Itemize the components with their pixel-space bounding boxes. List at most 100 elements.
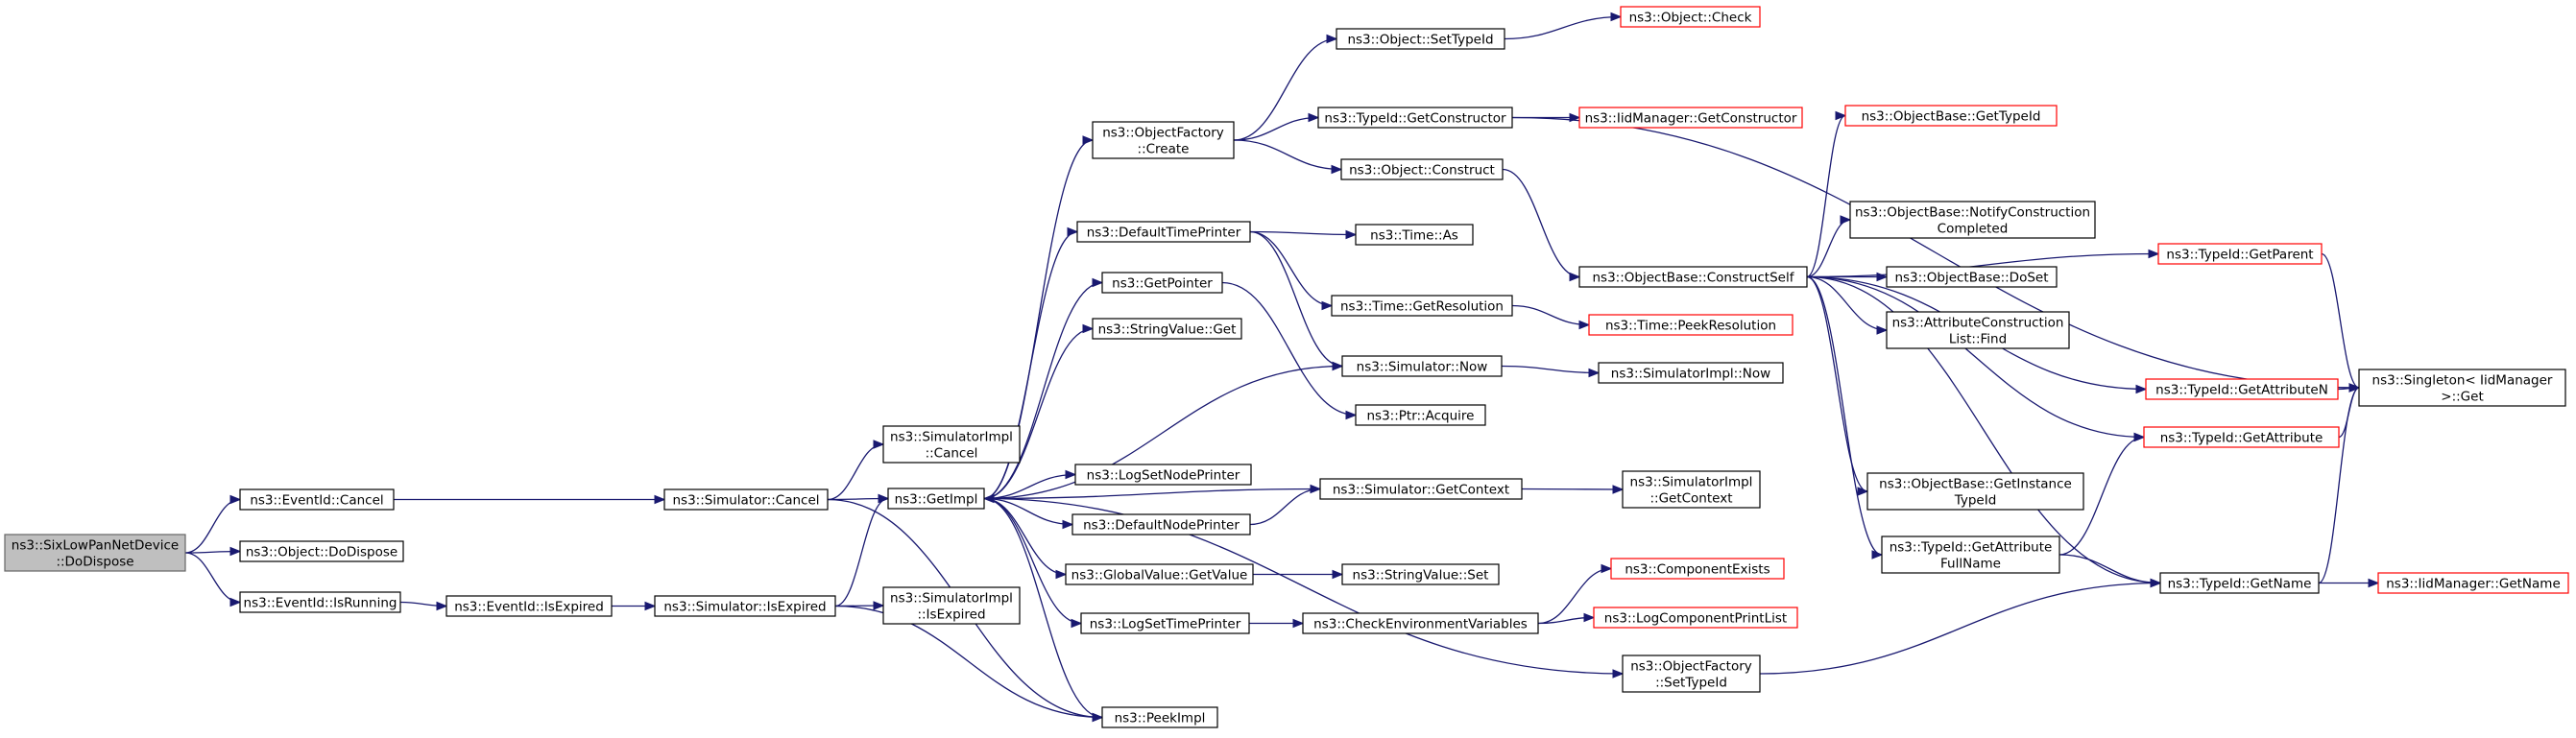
- node-typeid_getattributen[interactable]: ns3::TypeId::GetAttributeN: [2145, 378, 2339, 400]
- node-label: ns3::ObjectBase::NotifyConstruction: [1855, 205, 2090, 221]
- node-time_as[interactable]: ns3::Time::As: [1355, 224, 1474, 246]
- node-box: [1076, 221, 1251, 243]
- node-peekimpl[interactable]: ns3::PeekImpl: [1101, 706, 1218, 728]
- node-stringvalue_set[interactable]: ns3::StringValue::Set: [1341, 563, 1500, 585]
- node-objectbase_doset[interactable]: ns3::ObjectBase::DoSet: [1886, 266, 2058, 288]
- node-label: ::Cancel: [926, 446, 978, 462]
- node-label: ns3::TypeId::GetName: [2168, 577, 2312, 592]
- node-objectbase_gettypeid[interactable]: ns3::ObjectBase::GetTypeId: [1844, 105, 2058, 127]
- node-iidmanager_getname[interactable]: ns3::IidManager::GetName: [2377, 572, 2569, 594]
- edge-arrowhead: [2148, 249, 2160, 259]
- node-box: [1610, 558, 1785, 580]
- node-label: ::GetContext: [1649, 491, 1732, 507]
- node-simimpl_isexpired[interactable]: ns3::SimulatorImpl::IsExpired: [882, 586, 1021, 625]
- edge-arrowhead: [1062, 519, 1074, 530]
- node-time_getresolution[interactable]: ns3::Time::GetResolution: [1331, 295, 1513, 317]
- node-simulator_isexpired[interactable]: ns3::Simulator::IsExpired: [654, 595, 836, 617]
- node-getpointer[interactable]: ns3::GetPointer: [1101, 272, 1223, 294]
- node-simulator_getcontext[interactable]: ns3::Simulator::GetContext: [1319, 478, 1523, 500]
- node-box: [1886, 311, 2070, 349]
- edge-arrowhead: [873, 440, 885, 449]
- edge-arrowhead: [1092, 712, 1104, 723]
- node-objectfactory_settypeid[interactable]: ns3::ObjectFactory::SetTypeId: [1622, 655, 1761, 693]
- node-defaultnodeprinter[interactable]: ns3::DefaultNodePrinter: [1071, 513, 1251, 536]
- node-box: [1578, 266, 1808, 288]
- edge-arrowhead: [873, 601, 885, 610]
- node-label: ns3::TypeId::GetConstructor: [1324, 111, 1506, 127]
- node-box: [1317, 107, 1513, 129]
- node-objectfactory_create[interactable]: ns3::ObjectFactory::Create: [1092, 121, 1235, 159]
- edge-arrowhead: [1588, 368, 1601, 378]
- node-simulator_now[interactable]: ns3::Simulator::Now: [1341, 355, 1503, 377]
- node-logsettimeprinter[interactable]: ns3::LogSetTimePrinter: [1080, 612, 1250, 634]
- node-eventid_isexpired[interactable]: ns3::EventId::IsExpired: [445, 595, 613, 617]
- edge-simulator_isexpired-to-getimpl: [834, 497, 889, 607]
- edge-arrowhead: [1871, 550, 1884, 559]
- node-box: [1080, 612, 1250, 634]
- edge-arrowhead: [1331, 164, 1343, 175]
- node-checkenvvars[interactable]: ns3::CheckEnvironmentVariables: [1302, 612, 1539, 634]
- edge-root-to-eventid_cancel: [184, 498, 241, 554]
- edge-arrowhead: [1292, 618, 1305, 629]
- node-getimpl[interactable]: ns3::GetImpl: [887, 488, 985, 510]
- node-label: ns3::Time::PeekResolution: [1605, 319, 1776, 334]
- node-time_peekresolution[interactable]: ns3::Time::PeekResolution: [1588, 314, 1794, 336]
- node-label: ns3::EventId::Cancel: [250, 493, 383, 509]
- node-eventid_isrunning[interactable]: ns3::EventId::IsRunning: [239, 591, 401, 613]
- node-label: ns3::Object::SetTypeId: [1347, 33, 1493, 48]
- edge-arrowhead: [2368, 578, 2380, 588]
- node-logcomponentprintlist[interactable]: ns3::LogComponentPrintList: [1593, 607, 1798, 629]
- node-typeid_getconstructor[interactable]: ns3::TypeId::GetConstructor: [1317, 107, 1513, 129]
- node-label: ns3::ObjectBase::ConstructSelf: [1593, 271, 1795, 286]
- node-objectbase_constructself[interactable]: ns3::ObjectBase::ConstructSelf: [1578, 266, 1808, 288]
- node-root[interactable]: ns3::SixLowPanNetDevice::DoDispose: [4, 534, 186, 572]
- node-simulator_cancel[interactable]: ns3::Simulator::Cancel: [663, 488, 829, 511]
- node-typeid_getparent[interactable]: ns3::TypeId::GetParent: [2157, 243, 2323, 265]
- edge-arrowhead: [1835, 110, 1847, 121]
- node-box: [1598, 362, 1784, 384]
- edge-arrowhead: [982, 493, 995, 504]
- node-globalvalue_getvalue[interactable]: ns3::GlobalValue::GetValue: [1065, 563, 1254, 585]
- edge-arrowhead: [1332, 361, 1344, 371]
- node-simimpl_getcontext[interactable]: ns3::SimulatorImpl::GetContext: [1622, 470, 1761, 509]
- node-logsetnodeprinter[interactable]: ns3::LogSetNodePrinter: [1074, 464, 1252, 486]
- node-label: ns3::Object::Check: [1629, 11, 1752, 26]
- edge-arrowhead: [2135, 384, 2148, 394]
- node-defaulttimeprinter[interactable]: ns3::DefaultTimePrinter: [1076, 221, 1251, 243]
- edge-objectbase_constructself-to-objectbase_gettypeid: [1806, 114, 1846, 278]
- edge-arrowhead: [1071, 618, 1083, 629]
- node-ptr_acquire[interactable]: ns3::Ptr::Acquire: [1355, 404, 1486, 426]
- edge-arrowhead: [2133, 432, 2146, 442]
- node-stringvalue_get[interactable]: ns3::StringValue::Get: [1092, 318, 1242, 340]
- node-singleton_get[interactable]: ns3::Singleton< IidManager >::Get: [2358, 369, 2566, 407]
- edge-getpointer-to-ptr_acquire: [1221, 281, 1357, 417]
- edge-getimpl-to-defaultnodeprinter: [983, 497, 1073, 526]
- node-label: ns3::ObjectBase::GetTypeId: [1862, 109, 2041, 125]
- node-label: ns3::ObjectBase::DoSet: [1894, 271, 2048, 286]
- node-object_construct[interactable]: ns3::Object::Construct: [1340, 158, 1504, 180]
- node-box: [445, 595, 613, 617]
- node-iidmanager_getconstructor[interactable]: ns3::IidManager::GetConstructor: [1578, 107, 1803, 129]
- node-typeid_getattribute[interactable]: ns3::TypeId::GetAttribute: [2143, 426, 2340, 448]
- node-simimpl_now[interactable]: ns3::SimulatorImpl::Now: [1598, 362, 1784, 384]
- node-simimpl_cancel[interactable]: ns3::SimulatorImpl::Cancel: [882, 425, 1021, 464]
- node-label: ns3::GetPointer: [1112, 276, 1213, 292]
- node-typeid_getname[interactable]: ns3::TypeId::GetName: [2159, 572, 2320, 594]
- edge-arrowhead: [2150, 578, 2162, 588]
- node-box: [1355, 224, 1474, 246]
- node-object_check[interactable]: ns3::Object::Check: [1620, 6, 1761, 28]
- node-object_settypeid[interactable]: ns3::Object::SetTypeId: [1336, 28, 1505, 50]
- edge-arrowhead: [1065, 469, 1077, 480]
- node-object_dodispose[interactable]: ns3::Object::DoDispose: [239, 540, 404, 562]
- node-objectbase_notifyconstruction[interactable]: ns3::ObjectBase::NotifyConstructionCompl…: [1849, 201, 2096, 239]
- node-box: [1355, 404, 1486, 426]
- edge-arrowhead: [2348, 383, 2361, 393]
- node-label: ns3::Singleton< IidManager: [2372, 373, 2553, 389]
- node-componentexists[interactable]: ns3::ComponentExists: [1610, 558, 1785, 580]
- node-eventid_cancel[interactable]: ns3::EventId::Cancel: [239, 488, 395, 511]
- edge-arrowhead: [1345, 410, 1358, 420]
